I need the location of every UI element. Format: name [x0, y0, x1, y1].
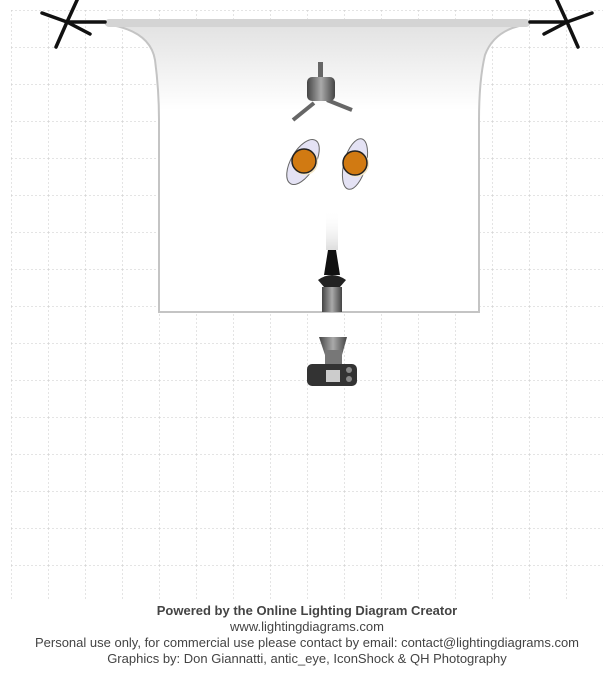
- background-light-icon[interactable]: [291, 62, 353, 122]
- subject-right-icon[interactable]: [338, 136, 373, 192]
- backdrop[interactable]: [104, 19, 531, 313]
- snoot-light-icon[interactable]: [318, 210, 346, 312]
- camera-icon[interactable]: [307, 337, 357, 386]
- backdrop-stand-right-icon: [528, 0, 594, 49]
- footer-powered-by: Powered by the Online Lighting Diagram C…: [156, 603, 458, 618]
- lighting-diagram-canvas: [11, 0, 603, 600]
- footer-license: Personal use only, for commercial use pl…: [34, 635, 580, 650]
- subject-left-icon[interactable]: [280, 134, 326, 189]
- backdrop-stand-left-icon: [40, 0, 107, 49]
- backdrop-roll: [105, 19, 530, 27]
- footer-url[interactable]: www.lightingdiagrams.com: [230, 619, 384, 634]
- footer-credits: Graphics by: Don Giannatti, antic_eye, I…: [107, 651, 507, 666]
